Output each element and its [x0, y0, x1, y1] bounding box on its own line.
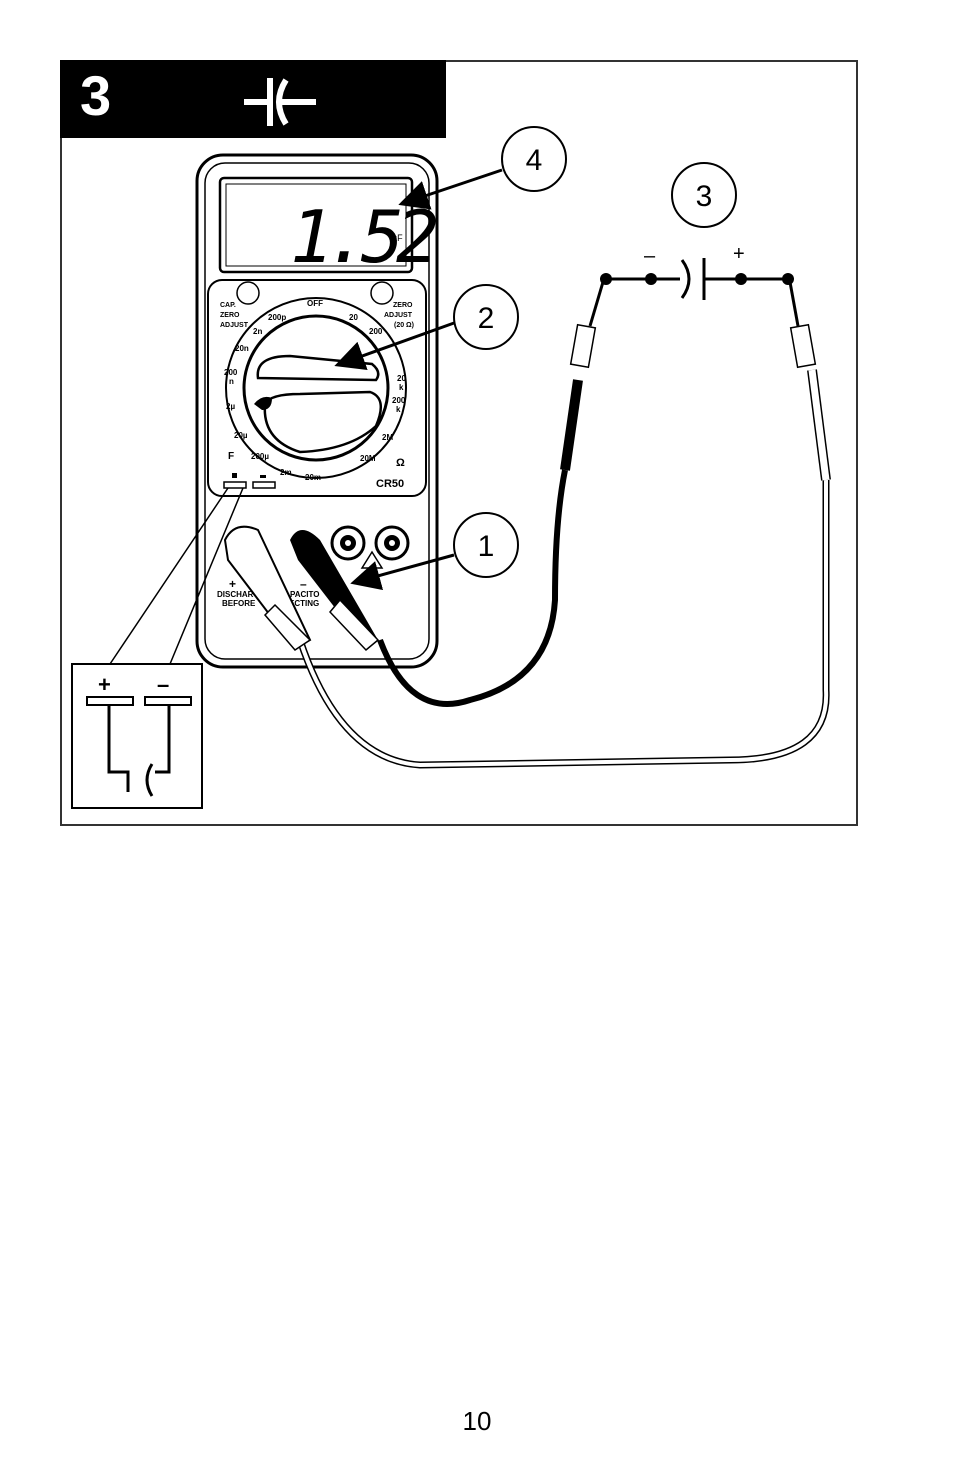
cap-socket-minus[interactable]: [252, 481, 276, 489]
callout-3: [671, 162, 737, 228]
dial-ohm: Ω: [396, 457, 405, 469]
capacitor-minus: –: [644, 245, 656, 267]
zero-adjust-knob[interactable]: [370, 281, 394, 305]
cap-zero-label-1: CAP.: [220, 302, 236, 309]
page-number: 10: [462, 1406, 492, 1436]
red-test-lead: [223, 281, 831, 769]
inset-minus: –: [157, 672, 169, 697]
dial-20k-a: 20: [397, 374, 406, 383]
display-unit: µF: [392, 233, 403, 243]
dial-20: 20: [349, 313, 358, 322]
warning-text-3: BEFORE: [222, 599, 256, 608]
dial-200n-b: n: [229, 377, 234, 386]
warning-text-1: DISCHAR: [217, 590, 254, 599]
cap-zero-label-3: ADJUST: [220, 322, 249, 329]
dial-off: OFF: [307, 299, 323, 308]
dial-20k-b: k: [399, 383, 404, 392]
jack-plus-sign: +: [229, 577, 236, 591]
display-value: 1.52: [290, 195, 436, 279]
warning-text-2: PACITO: [290, 590, 319, 599]
lcd-display: [218, 176, 414, 274]
capacitor-symbol-icon: [244, 78, 316, 126]
zero-adjust-label-2: ADJUST: [384, 312, 413, 319]
cap-zero-label-2: ZERO: [220, 312, 240, 319]
cap-socket-plus[interactable]: [223, 481, 247, 489]
model-label: CR50: [376, 478, 404, 490]
dial-200u: 200µ: [251, 452, 269, 461]
dial-200k-a: 200: [392, 396, 406, 405]
socket-inset: + –: [71, 487, 244, 809]
dial-2u: 2µ: [226, 402, 235, 411]
dial-2M: 2M: [382, 433, 393, 442]
dial-200: 200: [369, 327, 383, 336]
dial-20m: 20m: [305, 473, 321, 482]
dial-200p: 200p: [268, 313, 286, 322]
black-test-lead: [290, 281, 605, 707]
callout-4-label: 4: [526, 144, 543, 177]
callout-4: [501, 126, 567, 192]
callout-2-label: 2: [478, 302, 495, 335]
dial-F: F: [228, 451, 234, 462]
zero-adjust-label-1: ZERO: [393, 302, 413, 309]
dial-20M: 20M: [360, 454, 376, 463]
jack-minus-sign: –: [300, 577, 307, 591]
dial-200n-a: 200: [224, 368, 238, 377]
warning-text-4: ECTING: [289, 599, 319, 608]
dial-20u: 20µ: [234, 431, 248, 440]
callout-1: [453, 512, 519, 578]
dial-20n: 20n: [235, 344, 249, 353]
inset-plus: +: [98, 672, 111, 697]
callouts: 1 2 3 4: [334, 126, 737, 591]
dial-200k-b: k: [396, 405, 401, 414]
multimeter: 1.52 µF CAP. ZERO ADJUST ZERO ADJUST (20…: [195, 153, 444, 669]
callout-2: [453, 284, 519, 350]
cap-zero-adjust-knob[interactable]: [236, 281, 260, 305]
zero-adjust-label-3: (20 Ω): [394, 322, 414, 329]
capacitor-under-test: – +: [600, 243, 794, 300]
step-number: 3: [80, 64, 112, 127]
dial-2n: 2n: [253, 327, 262, 336]
dial-2m: 2m: [280, 468, 292, 477]
callout-3-label: 3: [696, 180, 713, 213]
capacitor-plus: +: [733, 243, 745, 265]
callout-1-label: 1: [478, 530, 495, 563]
